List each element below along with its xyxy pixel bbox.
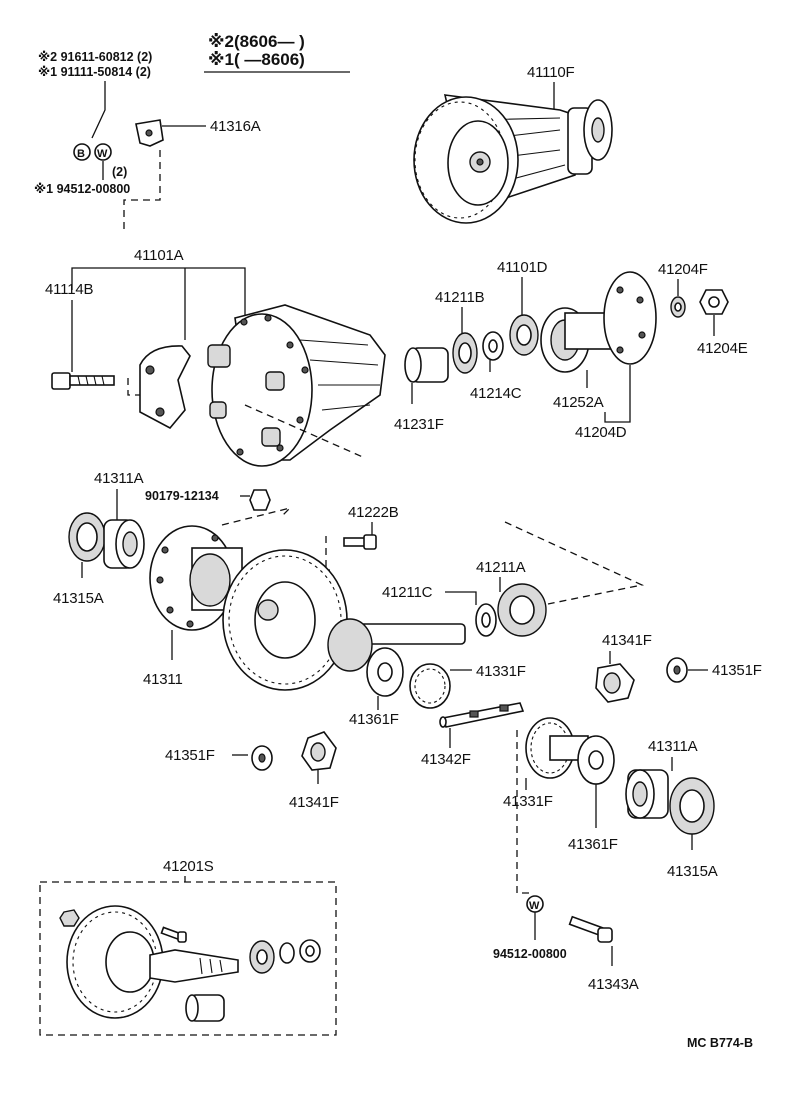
kit-nut-2 xyxy=(299,939,321,963)
label-b: B xyxy=(77,148,85,160)
w-mark-icon xyxy=(94,143,112,161)
label-41311: 41311 xyxy=(143,671,183,688)
model-notes: ※2(8606— ) ※1( —8606) xyxy=(204,32,350,73)
diagram-code: MC B774-B xyxy=(687,1036,753,1050)
kit-nut xyxy=(59,909,80,927)
nut-41204e xyxy=(699,289,729,315)
label-41101d: 41101D xyxy=(497,259,548,276)
label-41341f-left: 41341F xyxy=(289,794,339,811)
pinion-gear-41341f-left xyxy=(301,731,337,771)
side-gear-41331f-left xyxy=(409,663,451,709)
label-41110f: 41110F xyxy=(527,64,574,81)
bolt-41222b xyxy=(343,534,377,550)
companion-flange-41204d xyxy=(540,271,657,373)
carrier-housing-41101a xyxy=(207,304,386,467)
label-41211a: 41211A xyxy=(476,559,526,576)
label-41351f-left: 41351F xyxy=(165,747,215,764)
label-41316a: 41316A xyxy=(210,118,261,135)
label-94512-00800-top: ※1 94512-00800 xyxy=(34,182,130,196)
kit-pinion xyxy=(149,949,239,983)
bolt-41343a xyxy=(568,915,613,943)
label-41204d: 41204D xyxy=(575,424,627,441)
thrust-washer-41361f-left xyxy=(366,647,404,697)
pinion-gear-41341f-right xyxy=(595,663,635,703)
label-w: W xyxy=(97,148,108,160)
label-41311a-bottom: 41311A xyxy=(648,738,698,755)
label-41211b: 41211B xyxy=(435,289,485,306)
ring-gear-41201s xyxy=(222,549,348,691)
label-94512-00800-bottom: 94512-00800 xyxy=(493,947,567,961)
label-41201s: 41201S xyxy=(163,858,214,875)
label-41222b: 41222B xyxy=(348,504,399,521)
bearing-41311a-left xyxy=(103,519,145,569)
label-41361f-left: 41361F xyxy=(349,711,399,728)
label-41101a: 41101A xyxy=(134,247,184,264)
label-41204f: 41204F xyxy=(658,261,708,278)
leader-91611 xyxy=(91,81,106,139)
bearing-41211a xyxy=(497,583,547,637)
bolt-41114b xyxy=(51,372,115,390)
label-41351f-right: 41351F xyxy=(712,662,762,679)
label-41204e: 41204E xyxy=(697,340,748,357)
kit-box-41201s xyxy=(39,881,337,1036)
washer-41214c xyxy=(482,331,504,361)
label-41252a: 41252A xyxy=(553,394,604,411)
label-41342f: 41342F xyxy=(421,751,471,768)
label-90179-12134: 90179-12134 xyxy=(145,489,219,503)
b-mark-icon xyxy=(73,143,91,161)
nut-90179 xyxy=(249,489,271,511)
washer-41204f xyxy=(670,296,686,318)
carrier-assembly-41110f xyxy=(413,94,613,224)
leader-41101a xyxy=(71,267,246,318)
thrust-washer-41361f-right xyxy=(577,735,615,785)
label-91611-60812: ※2 91611-60812 (2) xyxy=(38,50,152,64)
washer-41351f-left xyxy=(251,745,273,771)
label-41315a-left: 41315A xyxy=(53,590,104,607)
kit-bolt xyxy=(160,926,187,943)
label-41214c: 41214C xyxy=(470,385,522,402)
bearing-41211b xyxy=(452,332,478,374)
label-41343a: 41343A xyxy=(588,976,639,993)
kit-washer xyxy=(279,942,295,964)
spacer-41231f xyxy=(404,347,449,383)
label-41331f-top: 41331F xyxy=(476,663,526,680)
label-w-bottom: W xyxy=(529,900,540,912)
label-91111-50814: ※1 91111-50814 (2) xyxy=(38,65,151,79)
label-41331f-bottom: 41331F xyxy=(503,793,553,810)
kit-ring-gear xyxy=(66,905,164,1019)
label-41231f: 41231F xyxy=(394,416,444,433)
pinion-shaft-41342f xyxy=(439,702,525,728)
washer-41351f-right xyxy=(666,657,688,683)
label-41341f-right: 41341F xyxy=(602,632,652,649)
washer-41211c xyxy=(475,603,497,637)
side-gear-41331f-right xyxy=(525,717,589,779)
oil-seal-41101d xyxy=(509,314,539,356)
label-41114b: 41114B xyxy=(45,281,93,298)
note-1: ※1( —8606) xyxy=(208,50,305,69)
bearing-41311a-right xyxy=(625,769,669,819)
label-41315a-right: 41315A xyxy=(667,863,718,880)
label-41361f-right: 41361F xyxy=(568,836,618,853)
bearing-cup-41315a-right xyxy=(669,777,715,835)
bearing-cap-41101a xyxy=(139,345,191,430)
kit-bearing xyxy=(249,940,275,974)
label-41311a-top: 41311A xyxy=(94,470,144,487)
drive-pinion-shaft xyxy=(327,618,466,672)
bearing-cup-41315a-left xyxy=(68,512,106,562)
kit-spacer xyxy=(185,994,225,1022)
label-41211c: 41211C xyxy=(382,584,433,601)
label-qty-2: (2) xyxy=(112,165,127,179)
note-2: ※2(8606— ) xyxy=(208,32,305,51)
dash-bracket-to-carrier xyxy=(123,150,161,233)
